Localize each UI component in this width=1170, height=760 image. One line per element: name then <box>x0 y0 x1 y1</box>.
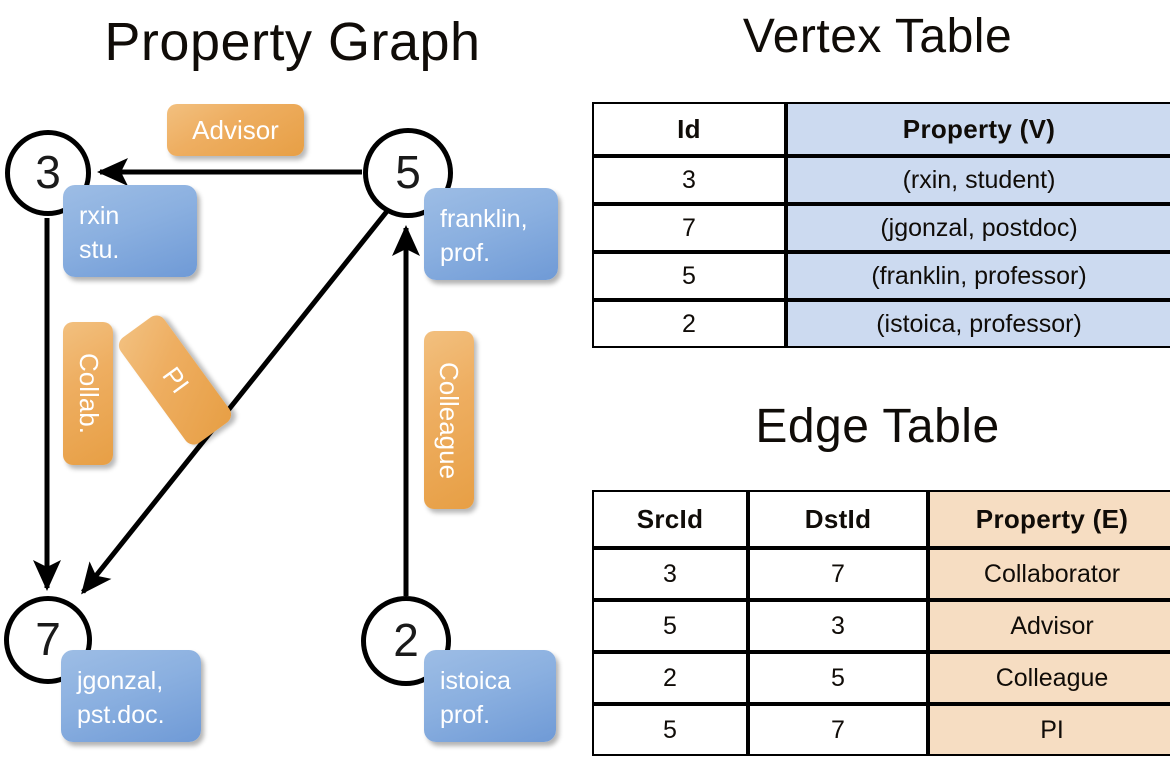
graph-edge-lines <box>33 158 420 596</box>
edge-table-cell-property: Advisor <box>928 600 1170 652</box>
graph-vertex-2-id: 2 <box>393 614 419 666</box>
vertex-table-cell-id: 7 <box>592 204 786 252</box>
vertex-property-box-jgonzal: jgonzal, pst.doc. <box>61 650 201 742</box>
edge-table-header-dstid: DstId <box>748 490 928 548</box>
vertex-table-header-property: Property (V) <box>786 102 1170 156</box>
table-row: 2 (istoica, professor) <box>592 300 1170 348</box>
edge-table-header-srcid: SrcId <box>592 490 748 548</box>
vertex-table-header-row: Id Property (V) <box>592 102 1170 156</box>
vertex-property-jgonzal-role: pst.doc. <box>77 701 165 729</box>
vertex-table-cell-property: (rxin, student) <box>786 156 1170 204</box>
edge-table-cell-dstid: 5 <box>748 652 928 704</box>
vertex-table-cell-id: 2 <box>592 300 786 348</box>
vertex-table-cell-property: (franklin, professor) <box>786 252 1170 300</box>
edge-table-cell-srcid: 2 <box>592 652 748 704</box>
vertex-property-rxin-role: stu. <box>79 236 120 264</box>
vertex-property-istoica-role: prof. <box>440 701 491 729</box>
vertex-table-cell-id: 5 <box>592 252 786 300</box>
graph-vertex-5[interactable]: 5 <box>363 128 453 218</box>
section-title-edge-table: Edge Table <box>755 400 1000 453</box>
vertex-property-box-istoica: istoica prof. <box>424 650 556 742</box>
table-row: 3 (rxin, student) <box>592 156 1170 204</box>
vertex-property-franklin-name: franklin, <box>440 205 528 233</box>
vertex-table-cell-property: (jgonzal, postdoc) <box>786 204 1170 252</box>
vertex-property-box-rxin: rxin stu. <box>63 185 197 277</box>
edge-label-colleague-text: Colleague <box>434 361 465 479</box>
edge-table-cell-srcid: 3 <box>592 548 748 600</box>
edge-table-cell-srcid: 5 <box>592 704 748 756</box>
edge-table-cell-dstid: 3 <box>748 600 928 652</box>
edge-table-header-property: Property (E) <box>928 490 1170 548</box>
edge-label-badge-advisor: Advisor <box>167 104 304 156</box>
edge-table-cell-dstid: 7 <box>748 548 928 600</box>
table-row: 5 (franklin, professor) <box>592 252 1170 300</box>
page-title-property-graph: Property Graph <box>104 12 481 72</box>
vertex-table-cell-property: (istoica, professor) <box>786 300 1170 348</box>
edge-table-cell-property: Collaborator <box>928 548 1170 600</box>
edge-table-cell-srcid: 5 <box>592 600 748 652</box>
graph-vertex-3-id: 3 <box>35 146 61 198</box>
edge-table-header-row: SrcId DstId Property (E) <box>592 490 1170 548</box>
property-graph-diagram: 3 5 7 2 rxin stu. franklin, prof. jgonza… <box>4 104 558 742</box>
vertex-table-cell-id: 3 <box>592 156 786 204</box>
graph-vertex-5-id: 5 <box>395 146 421 198</box>
table-row: 3 7 Collaborator <box>592 548 1170 600</box>
graph-vertex-2[interactable]: 2 <box>361 596 451 686</box>
edge-table-cell-dstid: 7 <box>748 704 928 756</box>
vertex-table-header-id: Id <box>592 102 786 156</box>
vertex-property-franklin-role: prof. <box>440 239 491 267</box>
vertex-property-istoica-name: istoica <box>440 667 511 695</box>
vertex-table: Id Property (V) 3 (rxin, student) 7 (jgo… <box>592 102 1170 348</box>
table-row: 2 5 Colleague <box>592 652 1170 704</box>
vertex-property-box-franklin: franklin, prof. <box>424 188 558 280</box>
edge-table: SrcId DstId Property (E) 3 7 Collaborato… <box>592 490 1170 756</box>
graph-vertex-7-id: 7 <box>35 613 61 665</box>
edge-label-badge-collab: Collab. <box>63 322 113 465</box>
section-title-vertex-table: Vertex Table <box>742 10 1013 63</box>
vertex-property-rxin-name: rxin <box>79 202 120 230</box>
table-row: 7 (jgonzal, postdoc) <box>592 204 1170 252</box>
edge-label-pi-text: PI <box>156 360 195 399</box>
edge-label-badge-colleague: Colleague <box>424 331 474 509</box>
edge-table-cell-property: PI <box>928 704 1170 756</box>
edge-label-advisor-text: Advisor <box>192 114 279 145</box>
vertex-property-jgonzal-name: jgonzal, <box>77 667 164 695</box>
edge-line-5-to-7 <box>81 203 394 595</box>
edge-label-collab-text: Collab. <box>73 353 104 434</box>
edge-table-cell-property: Colleague <box>928 652 1170 704</box>
table-row: 5 3 Advisor <box>592 600 1170 652</box>
table-row: 5 7 PI <box>592 704 1170 756</box>
